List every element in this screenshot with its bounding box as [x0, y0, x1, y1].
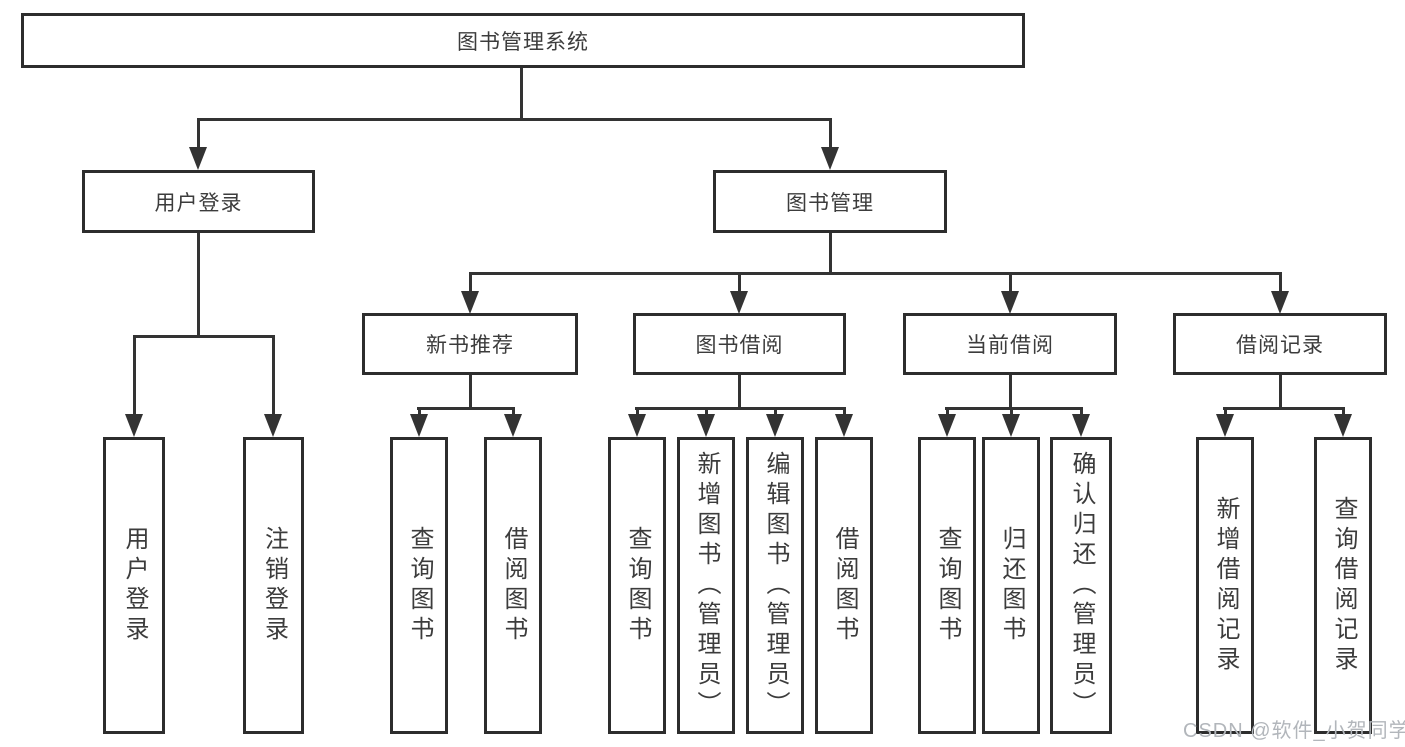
leaf-bb-add-books-admin-label: 新增图书（管理员）: [693, 450, 720, 721]
leaf-cb-confirm-return-admin-label: 确认归还（管理员）: [1068, 450, 1095, 721]
leaf-logout-label: 注销登录: [260, 525, 288, 646]
node-user-login-label: 用户登录: [154, 191, 243, 215]
connector-stub-bb-borrow: [843, 407, 846, 416]
leaf-br-query-record: 查询借阅记录: [1314, 437, 1372, 734]
leaf-cb-query-books-label: 查询图书: [934, 525, 961, 646]
leaf-cb-confirm-return-admin: 确认归还（管理员）: [1050, 437, 1112, 734]
arrowhead-borrow-records: [1271, 291, 1289, 314]
arrowhead-br-add: [1216, 414, 1234, 437]
node-current-borrow: 当前借阅: [903, 313, 1117, 375]
leaf-bb-query-books-label: 查询图书: [624, 525, 651, 646]
connector-stub-bb-add: [705, 407, 708, 416]
arrowhead-bb-edit: [766, 414, 784, 437]
leaf-user-login: 用户登录: [103, 437, 165, 734]
connector-user-login-split: [133, 335, 275, 338]
node-user-login: 用户登录: [82, 170, 315, 233]
connector-stub-cb-return: [1010, 407, 1013, 416]
connector-current-borrow-split: [945, 407, 1083, 410]
leaf-nb-borrow-books-label: 借阅图书: [500, 525, 527, 646]
connector-stub-cb-query: [946, 407, 949, 416]
connector-stub-current-borrow: [1009, 272, 1012, 294]
arrowhead-user-login: [189, 147, 207, 170]
leaf-bb-edit-books-admin: 编辑图书（管理员）: [746, 437, 804, 734]
connector-borrow-records-trunk: [1279, 375, 1282, 409]
arrowhead-bb-add: [697, 414, 715, 437]
arrowhead-book-mgmt: [821, 147, 839, 170]
connector-stub-bb-query: [636, 407, 639, 416]
arrowhead-leaf-logout: [264, 414, 282, 437]
connector-book-borrow-trunk: [738, 375, 741, 409]
node-root-system: 图书管理系统: [21, 13, 1025, 68]
connector-stub-br-add: [1224, 407, 1227, 416]
leaf-br-query-record-label: 查询借阅记录: [1330, 495, 1357, 676]
arrowhead-current-borrow: [1001, 291, 1019, 314]
leaf-nb-borrow-books: 借阅图书: [484, 437, 542, 734]
leaf-bb-add-books-admin: 新增图书（管理员）: [677, 437, 735, 734]
connector-stub-cb-confirm: [1080, 407, 1083, 416]
connector-stub-user-login: [197, 118, 200, 150]
leaf-nb-query-books-label: 查询图书: [406, 525, 433, 646]
connector-root-split: [197, 118, 832, 121]
leaf-bb-edit-books-admin-label: 编辑图书（管理员）: [762, 450, 789, 721]
connector-stub-book-mgmt: [829, 118, 832, 150]
leaf-logout: 注销登录: [243, 437, 304, 734]
leaf-bb-borrow-books: 借阅图书: [815, 437, 873, 734]
node-book-mgmt: 图书管理: [713, 170, 947, 233]
leaf-bb-query-books: 查询图书: [608, 437, 666, 734]
connector-stub-leaf-login: [133, 335, 136, 416]
leaf-cb-query-books: 查询图书: [918, 437, 976, 734]
node-book-borrow: 图书借阅: [633, 313, 846, 375]
connector-new-books-trunk: [469, 375, 472, 409]
leaf-br-add-record-label: 新增借阅记录: [1212, 495, 1239, 676]
node-book-mgmt-label: 图书管理: [786, 191, 874, 215]
connector-user-login-trunk: [197, 233, 200, 337]
arrowhead-cb-confirm: [1072, 414, 1090, 437]
connector-stub-nb-query: [418, 407, 421, 416]
csdn-watermark: CSDN @软件_小贺同学: [1183, 720, 1405, 742]
leaf-user-login-label: 用户登录: [121, 525, 148, 646]
node-new-books: 新书推荐: [362, 313, 578, 375]
leaf-nb-query-books: 查询图书: [390, 437, 448, 734]
leaf-bb-borrow-books-label: 借阅图书: [831, 525, 858, 646]
arrowhead-bb-query: [628, 414, 646, 437]
arrowhead-leaf-login: [125, 414, 143, 437]
leaf-cb-return-books-label: 归还图书: [998, 525, 1025, 646]
connector-book-mgmt-split: [469, 272, 1282, 275]
connector-stub-leaf-logout: [272, 335, 275, 416]
leaf-cb-return-books: 归还图书: [982, 437, 1040, 734]
connector-stub-new-books: [469, 272, 472, 294]
connector-new-books-split: [417, 407, 515, 410]
node-borrow-records: 借阅记录: [1173, 313, 1387, 375]
arrowhead-cb-query: [938, 414, 956, 437]
connector-stub-borrow-records: [1279, 272, 1282, 294]
node-current-borrow-label: 当前借阅: [966, 334, 1054, 357]
connector-book-mgmt-trunk: [829, 233, 832, 274]
connector-root-trunk: [520, 68, 523, 120]
connector-stub-br-query: [1342, 407, 1345, 416]
connector-stub-nb-borrow: [512, 407, 515, 416]
arrowhead-nb-borrow: [504, 414, 522, 437]
node-borrow-records-label: 借阅记录: [1236, 334, 1324, 357]
connector-borrow-records-split: [1223, 407, 1345, 410]
arrowhead-cb-return: [1002, 414, 1020, 437]
arrowhead-nb-query: [410, 414, 428, 437]
connector-stub-book-borrow: [738, 272, 741, 294]
connector-current-borrow-trunk: [1009, 375, 1012, 409]
node-root-label: 图书管理系统: [457, 30, 589, 54]
arrowhead-br-query: [1334, 414, 1352, 437]
arrowhead-bb-borrow: [835, 414, 853, 437]
arrowhead-book-borrow: [730, 291, 748, 314]
leaf-br-add-record: 新增借阅记录: [1196, 437, 1254, 734]
node-book-borrow-label: 图书借阅: [695, 334, 784, 357]
node-new-books-label: 新书推荐: [426, 334, 514, 357]
arrowhead-new-books: [461, 291, 479, 314]
connector-stub-bb-edit: [774, 407, 777, 416]
connector-book-borrow-split: [635, 407, 846, 410]
